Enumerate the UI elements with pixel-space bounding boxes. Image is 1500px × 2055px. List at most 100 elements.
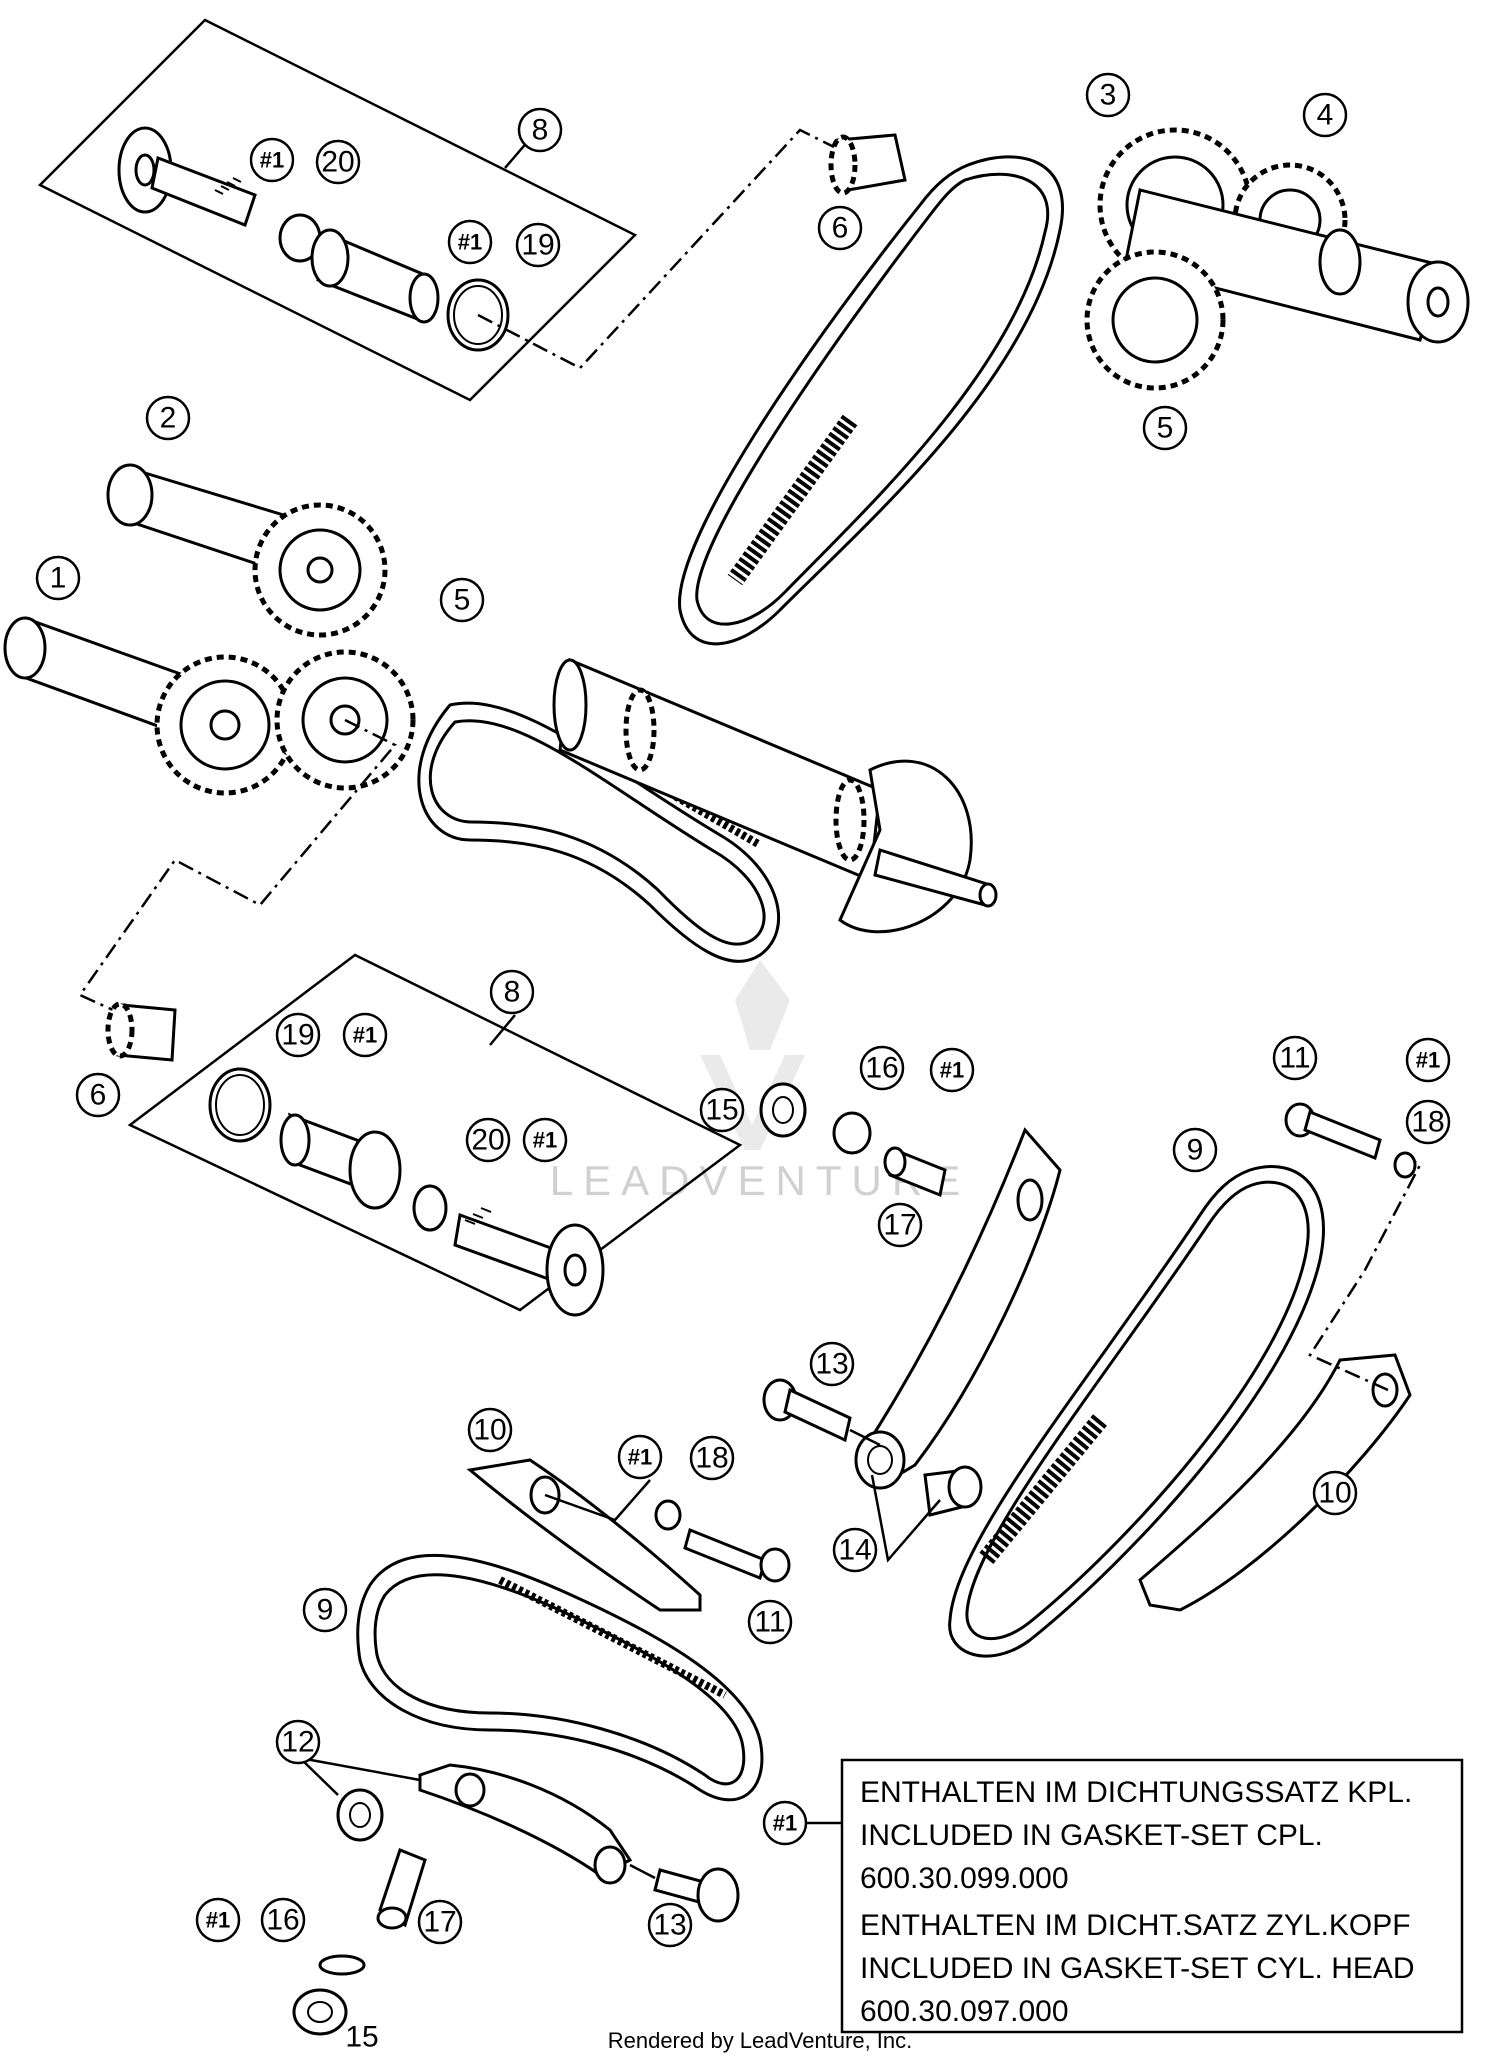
svg-text:13: 13 [653,1909,686,1942]
sleeve-lower [279,1112,402,1210]
callout-9-right: 9 [1172,1127,1218,1173]
leader-14 [870,1474,941,1563]
callout-1: 1 [35,555,81,601]
callout-hash1-e: #1 [929,1047,975,1093]
callout-8-top: 8 [517,107,563,153]
callout-hash1-b: #1 [447,219,493,265]
callout-11-lower: 11 [747,1599,793,1645]
callout-18-left: 18 [689,1435,735,1481]
callout-2: 2 [145,395,191,441]
callout-14: 14 [832,1527,878,1573]
svg-text:8: 8 [504,976,521,1009]
flange-bolt-top [117,126,257,227]
callout-5-left: 5 [439,577,485,623]
timing-chain-lower [356,1553,764,1802]
callout-hash1-a: #1 [249,137,295,183]
box-frame-lower [127,953,743,1312]
callout-hash1-f: #1 [1405,1037,1451,1083]
callout-13-upper: 13 [809,1341,855,1387]
callout-hash1-note: #1 [762,1800,808,1846]
callout-18-right: 18 [1405,1099,1451,1145]
parts-box-lower [127,953,743,1317]
svg-text:17: 17 [883,1209,916,1242]
footer-credit: Rendered by LeadVenture, Inc. [608,2028,913,2053]
bolt-13-upper [762,1378,881,1447]
callout-3: 3 [1085,72,1131,118]
callout-4: 4 [1302,92,1348,138]
svg-text:9: 9 [1187,1134,1204,1167]
svg-text:11: 11 [754,1606,785,1639]
callout-6-top: 6 [817,205,863,251]
callout-11-right: 11 [1272,1035,1318,1081]
sleeve-top [310,228,440,324]
note-line-1: ENTHALTEN IM DICHTUNGSSATZ KPL. [860,1776,1412,1809]
callout-hash1-c: #1 [342,1012,388,1058]
callout-20-lower: 20 [465,1117,511,1163]
svg-text:10: 10 [1318,1477,1351,1510]
svg-text:19: 19 [521,229,554,262]
svg-text:4: 4 [1317,99,1334,132]
callout-6-lower: 6 [75,1072,121,1118]
svg-text:8: 8 [532,114,549,147]
svg-text:18: 18 [695,1442,728,1475]
callout-5-right: 5 [1142,405,1188,451]
tensioner-parts-lower [292,1848,427,2036]
svg-text:#1: #1 [206,1908,230,1933]
svg-text:3: 3 [1100,79,1117,112]
callout-hash1-g: #1 [617,1434,663,1480]
callout-10-right: 10 [1312,1470,1358,1516]
svg-text:#1: #1 [940,1058,964,1083]
callout-20-top: 20 [315,139,361,185]
callout-12: 12 [275,1719,321,1765]
callout-15-upper: 15 [699,1087,745,1133]
bolt-11-left [683,1527,791,1583]
svg-text:#1: #1 [458,230,482,255]
callout-19-top: 19 [515,222,561,268]
sprocket-6-top [828,133,907,196]
svg-text:13: 13 [815,1348,848,1381]
svg-text:17: 17 [423,1906,456,1939]
callout-15-lower: 15 [345,2021,378,2054]
svg-text:1: 1 [50,562,67,595]
callout-16-upper: 16 [859,1045,905,1091]
box-frame-top [37,18,638,402]
svg-text:15: 15 [345,2021,378,2054]
callout-13-lower: 13 [647,1902,693,1948]
svg-text:5: 5 [454,584,471,617]
washer-16-lower [318,1954,366,1976]
svg-text:2: 2 [160,402,177,435]
callout-hash1-h: #1 [195,1897,241,1943]
guide-rail-left [466,1458,702,1612]
note-line-3: 600.30.099.000 [860,1862,1069,1895]
callout-10-left: 10 [467,1407,513,1453]
washer-18-left [654,1499,682,1531]
dashed-line-left [78,718,397,1022]
camshaft-assembly-right [1084,127,1470,391]
svg-text:15: 15 [705,1094,738,1127]
svg-text:#1: #1 [260,148,284,173]
bolt-13-lower [629,1863,740,1923]
svg-text:6: 6 [832,212,849,245]
svg-text:14: 14 [838,1534,871,1567]
gasket-note: ENTHALTEN IM DICHTUNGSSATZ KPL. INCLUDED… [806,1758,1464,2034]
callout-hash1-d: #1 [522,1117,568,1163]
svg-text:16: 16 [266,1904,299,1937]
washer-18-right [1393,1151,1417,1179]
svg-text:9: 9 [317,1594,334,1627]
tensioning-rail-upper [854,1127,1062,1490]
callout-8-lower: 8 [489,969,535,1015]
leader-12a [299,1757,339,1796]
callout-17-upper: 17 [877,1202,923,1248]
note-line-6: 600.30.097.000 [860,1995,1069,2028]
svg-text:#1: #1 [628,1445,652,1470]
callout-17-lower: 17 [417,1899,463,1945]
note-box [840,1758,1464,2034]
tensioner-parts-upper [759,1082,947,1198]
parts-box-top [37,18,638,402]
svg-text:11: 11 [1279,1042,1310,1075]
tensioning-rail-lower [299,1756,633,1885]
bolt-11-right [1284,1102,1417,1179]
sprocket-6-lower [105,1001,177,1062]
svg-text:#1: #1 [773,1811,797,1836]
